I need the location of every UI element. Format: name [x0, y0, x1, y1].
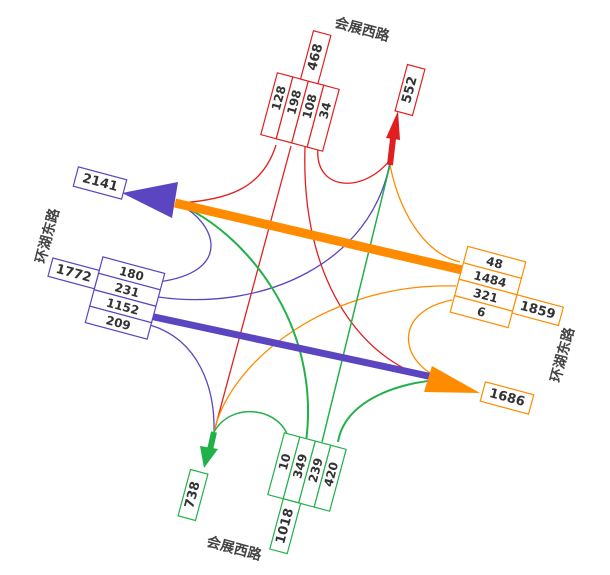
flow-south-uturn: [213, 410, 290, 441]
flow-south-right: [337, 379, 441, 443]
south-exit-arrow-shaft: [207, 431, 217, 451]
west-lane-2: 231: [113, 280, 141, 300]
west-exit-arrow-icon: [122, 182, 178, 218]
east-exit-arrow-icon: [424, 366, 480, 393]
north-lane-3: 108: [300, 92, 320, 120]
road-label-south: 会展西路: [205, 533, 264, 564]
west-exit-box: 2141: [72, 166, 128, 200]
east-lane-4: 6: [475, 304, 487, 320]
east-exit-box: 1686: [479, 381, 535, 415]
north-lane-4: 34: [316, 101, 334, 121]
north-exit-box: 552: [394, 63, 426, 117]
north-lane-boxes: 128 198 108 34 468: [260, 29, 340, 152]
flow-south-straight: [321, 164, 391, 443]
flow-east-right: [389, 164, 461, 263]
south-flows: [179, 164, 441, 443]
flow-south-left: [179, 204, 309, 443]
north-total-out: 552: [399, 75, 421, 105]
east-flows: [213, 164, 461, 433]
north-flows: [179, 144, 441, 433]
flow-west-left: [157, 161, 391, 301]
south-lane-3: 239: [306, 456, 326, 484]
north-lane-2: 198: [284, 88, 304, 116]
flow-north-straight: [213, 145, 292, 433]
flow-west-right: [149, 324, 215, 433]
south-lane-4: 420: [321, 460, 341, 488]
road-label-east: 环湖东路: [547, 325, 578, 384]
south-exit-arrow-icon: [200, 446, 218, 468]
west-lane-1: 180: [118, 264, 146, 284]
north-exit-arrow-shaft: [387, 129, 397, 166]
south-lane-2: 349: [290, 452, 310, 480]
east-lane-boxes: 48 1484 321 6 1859: [449, 245, 565, 329]
south-total-out: 738: [182, 480, 204, 510]
flow-east-straight: [173, 198, 464, 275]
west-flows: [149, 161, 391, 433]
road-label-west: 环湖东路: [32, 206, 63, 265]
west-lane-4: 209: [104, 313, 132, 333]
south-lane-1: 10: [276, 452, 294, 472]
north-total-in: 468: [305, 42, 327, 72]
east-lane-3: 321: [472, 286, 500, 306]
north-lane-1: 128: [269, 84, 289, 112]
south-exit-box: 738: [177, 468, 209, 522]
west-lane-boxes: 180 231 1152 209 1772: [47, 256, 166, 340]
flow-north-uturn: [317, 147, 391, 184]
east-lane-1: 48: [485, 254, 505, 272]
road-label-north: 会展西路: [333, 14, 392, 45]
flow-west-uturn: [157, 204, 212, 283]
south-lane-boxes: 10 349 239 420 1018: [267, 432, 347, 555]
flow-north-left: [179, 144, 277, 204]
flow-east-uturn: [407, 299, 453, 379]
flow-west-straight: [144, 311, 443, 383]
